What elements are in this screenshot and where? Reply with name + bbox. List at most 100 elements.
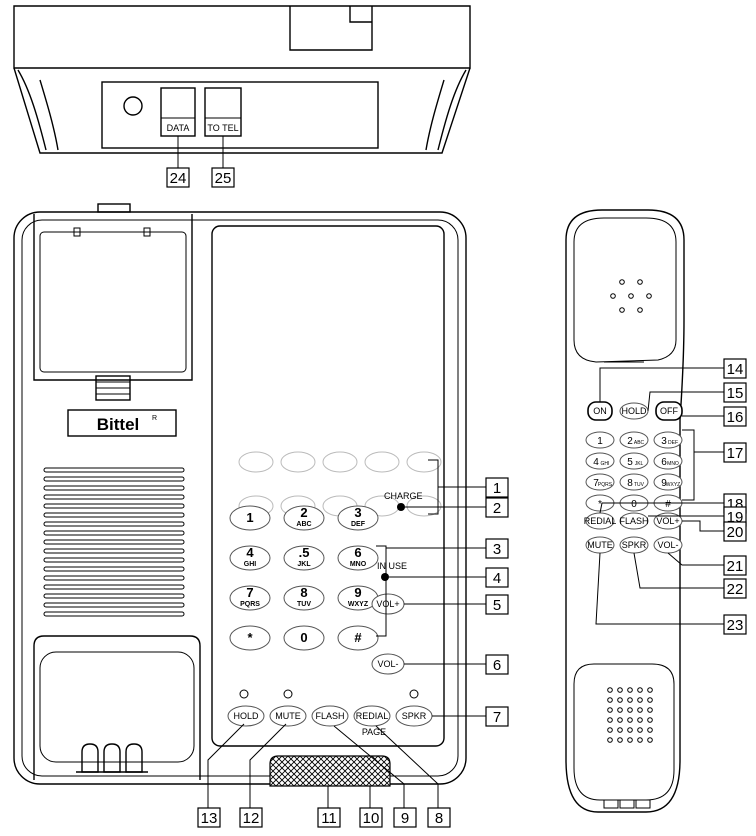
svg-text:5: 5 — [493, 597, 501, 614]
handset-key-letters: ABC — [634, 440, 645, 446]
handset-flash-label: FLASH — [619, 516, 648, 526]
handset-key-letters: PQRS — [598, 482, 613, 488]
callout-12: 12 — [239, 807, 263, 828]
base-key[interactable]: 1 — [229, 505, 271, 531]
callout-23: 23 — [723, 614, 747, 635]
base-redial-label: REDIAL — [356, 711, 389, 721]
handset-spkr-label: SPKR — [622, 540, 647, 550]
base-key-letters: MNO — [350, 561, 367, 568]
mouthpiece-hole — [617, 727, 623, 733]
base-key-digit: 2 — [300, 505, 307, 520]
earpiece-hole — [610, 293, 616, 299]
base-hold-button[interactable] — [227, 705, 265, 727]
svg-text:22: 22 — [727, 581, 744, 598]
mouthpiece-hole — [627, 687, 633, 693]
base-key[interactable]: * — [229, 625, 271, 651]
handset-key[interactable]: 1 — [585, 431, 615, 449]
mouthpiece-hole — [617, 717, 623, 723]
svg-text:10: 10 — [363, 810, 380, 827]
in-use-led — [381, 573, 389, 581]
callout-14: 14 — [723, 358, 747, 379]
svg-text:21: 21 — [727, 558, 744, 575]
svg-text:16: 16 — [727, 409, 744, 426]
base-flash-label: FLASH — [315, 711, 344, 721]
base-key-letters: ABC — [296, 521, 311, 528]
speaker-grille — [43, 467, 185, 617]
base-vol-down-label: VOL- — [377, 659, 398, 669]
handset-leader-lines — [595, 367, 724, 625]
base-key[interactable]: # — [337, 625, 379, 651]
base-flash-button[interactable] — [311, 705, 349, 727]
speaker-slot — [43, 602, 185, 608]
base-key-letters: DEF — [351, 521, 366, 528]
speaker-slot — [43, 467, 185, 473]
handset-key-letters: JKL — [635, 461, 644, 467]
mouthpiece-hole — [617, 687, 623, 693]
speaker-slot — [43, 575, 185, 581]
mouthpiece-hole — [637, 707, 643, 713]
speed-dial-key[interactable] — [406, 451, 442, 473]
handset-key-digit: 4 — [593, 457, 599, 468]
speaker-slot — [43, 521, 185, 527]
mouthpiece-hole — [617, 697, 623, 703]
base-mute-button[interactable] — [269, 705, 307, 727]
base-leader-lines — [207, 459, 486, 808]
callout-13: 13 — [197, 807, 221, 828]
callout-20: 20 — [723, 521, 747, 542]
mouthpiece-hole — [617, 737, 623, 743]
callout-17: 17 — [723, 442, 747, 463]
mouthpiece-hole — [617, 707, 623, 713]
callout-25: 25 — [211, 167, 235, 188]
base-key-digit: 7 — [246, 585, 253, 600]
svg-text:6: 6 — [493, 657, 501, 674]
svg-text:11: 11 — [321, 810, 337, 827]
svg-text:7: 7 — [493, 709, 501, 726]
to-tel-port-label: TO TEL — [207, 123, 238, 133]
speed-dial-key[interactable] — [364, 451, 400, 473]
svg-text:4: 4 — [493, 570, 501, 587]
speed-dial-key[interactable] — [280, 451, 316, 473]
earpiece-hole — [628, 293, 634, 299]
data-port-label: DATA — [167, 123, 190, 133]
base-redial-button[interactable] — [353, 705, 391, 727]
mouthpiece-hole — [647, 687, 653, 693]
handset-flash-button[interactable] — [619, 512, 649, 530]
base-key-digit: # — [354, 630, 362, 645]
earpiece-hole — [619, 279, 625, 285]
base-key-digit: 3 — [354, 505, 361, 520]
handset-key-digit: 9 — [661, 478, 667, 489]
speed-dial-key[interactable] — [322, 451, 358, 473]
svg-text:1: 1 — [493, 480, 501, 497]
mouthpiece-hole — [627, 697, 633, 703]
speed-dial-key[interactable] — [238, 451, 274, 473]
svg-text:20: 20 — [727, 524, 744, 541]
speaker-slot — [43, 476, 185, 482]
base-vol-up-label: VOL+ — [376, 599, 399, 609]
mouthpiece-hole — [637, 687, 643, 693]
handset-key-digit: 7 — [593, 478, 599, 489]
speaker-slot — [43, 512, 185, 518]
base-key[interactable]: 0 — [283, 625, 325, 651]
svg-text:23: 23 — [727, 617, 744, 634]
svg-text:24: 24 — [170, 170, 187, 187]
speaker-slot — [43, 611, 185, 617]
handset-mouthpiece — [607, 687, 653, 743]
speed-dial-key[interactable] — [406, 495, 442, 517]
handset-off-button[interactable] — [655, 401, 683, 421]
